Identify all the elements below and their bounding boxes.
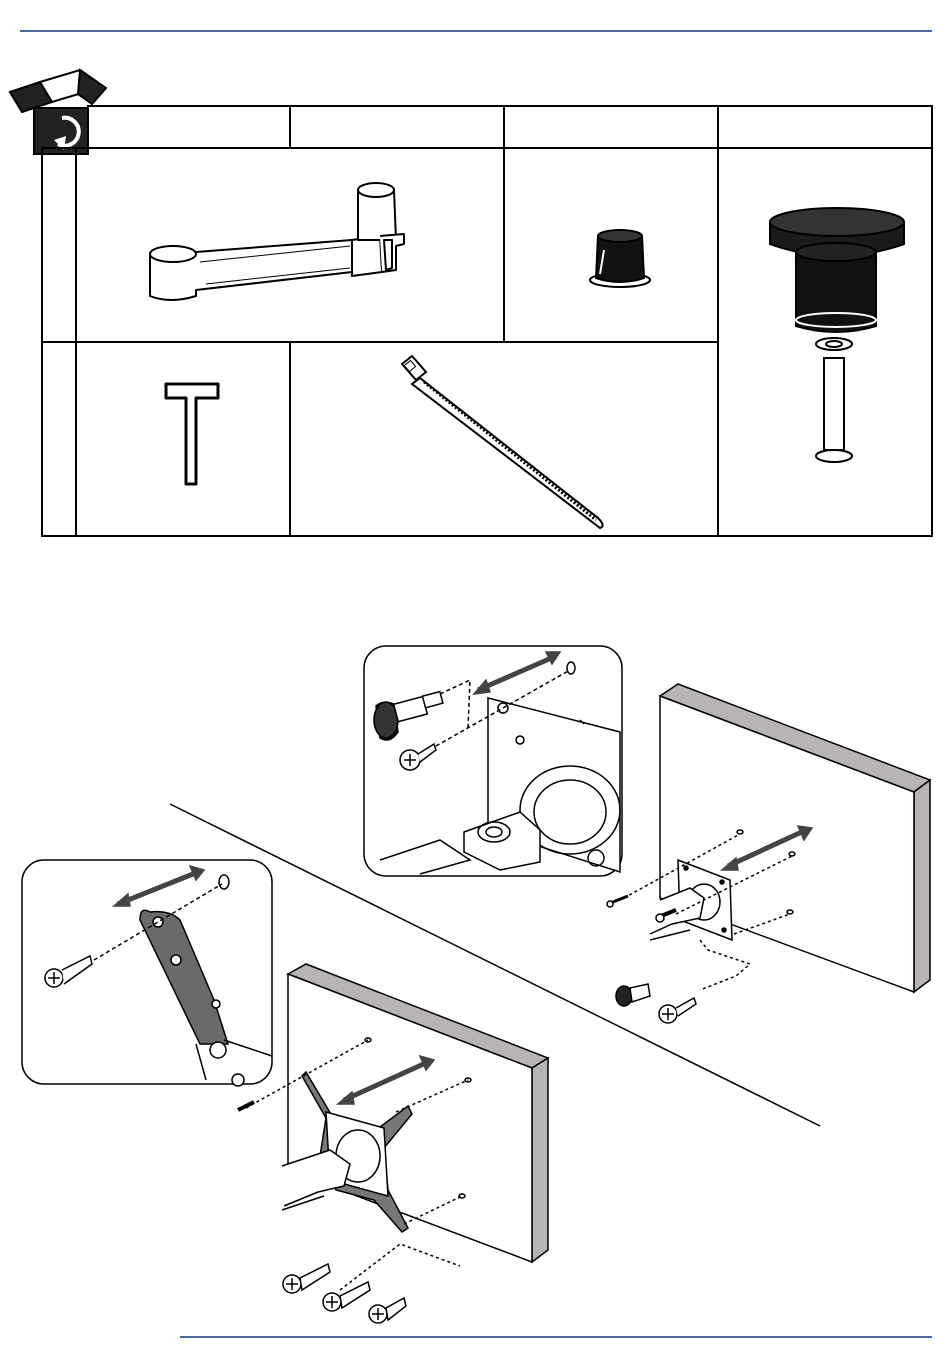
parts-table (10, 70, 932, 536)
desk-clamp-post-part (770, 208, 904, 462)
open-box-icon (10, 70, 106, 154)
cable-tie-part (402, 356, 603, 528)
bushing-cap-part (590, 230, 650, 287)
bottom-monitor-diagram (238, 964, 548, 1323)
top-monitor-diagram (607, 684, 930, 1023)
allen-key-part (166, 384, 218, 484)
extension-arm-part (150, 183, 404, 300)
top-detail-callout (364, 646, 622, 876)
bottom-detail-callout (22, 860, 272, 1086)
